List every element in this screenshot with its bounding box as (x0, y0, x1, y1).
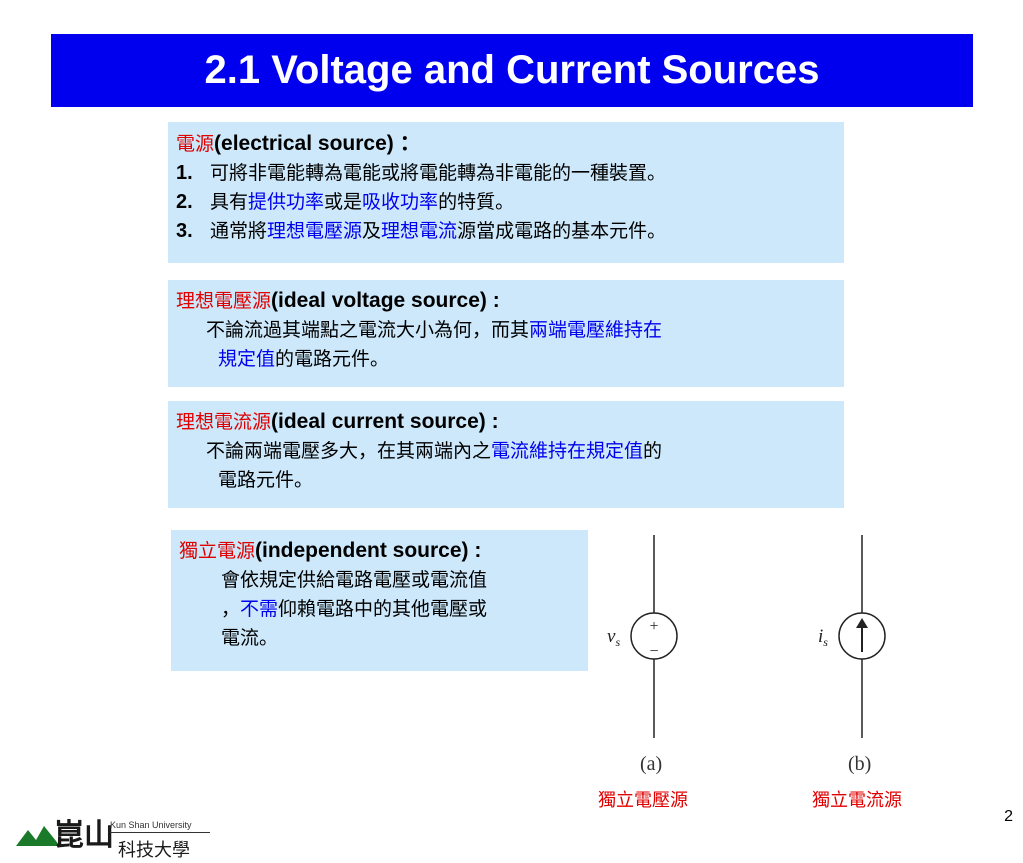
logo-cn-big: 崑山 (54, 818, 114, 853)
definition-line: 不論兩端電壓多大，在其兩端內之電流維持在規定值的 (176, 437, 844, 466)
def-text: 的電路元件。 (275, 348, 390, 370)
list-item: 1. 可將非電能轉為電能或將電能轉為非電能的一種裝置。 (176, 159, 844, 188)
heading-cn: 獨立電源 (179, 540, 256, 562)
is-label: is (818, 626, 828, 649)
heading-en: (electrical source) ： (214, 132, 421, 155)
item-text: 可將非電能轉為電能或將電能轉為非電能的一種裝置。 (210, 162, 667, 184)
university-logo: 崑山 Kun Shan University 科技大學 (14, 806, 214, 862)
caption-a: (a) (640, 753, 663, 775)
vs-var: v (607, 626, 616, 647)
item-text: 具有 (210, 191, 249, 213)
independent-source-box: 獨立電源(independent source) : 會依規定供給電路電壓或電流… (171, 530, 588, 671)
def-text: 的 (643, 440, 663, 462)
logo-en: Kun Shan University (110, 820, 192, 830)
electrical-source-box: 電源(electrical source) ： 1. 可將非電能轉為電能或將電能轉… (168, 122, 844, 263)
minus-sign: − (649, 643, 658, 660)
def-text: 不論兩端電壓多大，在其兩端內之 (206, 440, 492, 462)
logo-cn-small: 科技大學 (118, 840, 190, 861)
is-var: i (818, 626, 823, 647)
ideal-voltage-source-box: 理想電壓源(ideal voltage source) : 不論流過其端點之電流… (168, 280, 844, 387)
heading-cn: 電源 (176, 133, 215, 155)
ideal-current-source-box: 理想電流源(ideal current source) : 不論兩端電壓多大，在… (168, 401, 844, 508)
slide-title: 2.1 Voltage and Current Sources (51, 34, 973, 107)
item-highlight: 理想電流 (381, 220, 458, 242)
vs-label: vs (607, 626, 620, 649)
box-heading: 理想電流源(ideal current source) : (176, 407, 844, 437)
item-text: 及 (362, 220, 382, 242)
def-text: 仰賴電路中的其他電壓或 (278, 598, 488, 620)
item-number: 2. (176, 191, 193, 213)
definition-line: 規定值的電路元件。 (176, 345, 844, 374)
def-highlight: 不需 (240, 598, 279, 620)
heading-en: (ideal voltage source) : (271, 289, 500, 312)
voltage-source-circle (630, 612, 678, 660)
def-highlight: 規定值 (218, 348, 276, 370)
item-number: 3. (176, 220, 193, 242)
caption-b-cn: 獨立電流源 (812, 790, 902, 811)
current-arrow-icon (856, 618, 868, 628)
box-heading: 電源(electrical source) ： (176, 129, 844, 159)
item-number: 1. (176, 162, 193, 184)
plus-sign: + (649, 618, 658, 635)
item-text: 的特質。 (438, 191, 515, 213)
box-heading: 理想電壓源(ideal voltage source) : (176, 286, 844, 316)
page-number: 2 (1004, 808, 1013, 825)
caption-a-cn: 獨立電壓源 (598, 790, 688, 811)
item-text: 或是 (324, 191, 363, 213)
definition-line: 電流。 (221, 627, 279, 649)
def-text: ， (221, 598, 241, 620)
item-text: 源當成電路的基本元件。 (457, 220, 667, 242)
is-sub: s (823, 635, 828, 649)
heading-cn: 理想電壓源 (176, 290, 272, 312)
def-highlight: 電流維持在規定值 (491, 440, 644, 462)
current-source-circle (838, 612, 886, 660)
definition-line: 會依規定供給電路電壓或電流值 (221, 569, 488, 591)
item-highlight: 理想電壓源 (267, 220, 363, 242)
heading-en: (ideal current source) : (271, 410, 499, 433)
mountain-logo-icon (16, 826, 60, 846)
list-item: 3. 通常將理想電壓源及理想電流源當成電路的基本元件。 (176, 217, 844, 246)
logo-divider (110, 832, 210, 833)
vs-sub: s (615, 635, 620, 649)
def-highlight: 兩端電壓維持在 (529, 319, 663, 341)
def-text: 不論流過其端點之電流大小為何，而其 (206, 319, 530, 341)
caption-b: (b) (848, 753, 872, 775)
definition-line: 不論流過其端點之電流大小為何，而其兩端電壓維持在 (176, 316, 844, 345)
definition-line: ，不需仰賴電路中的其他電壓或 (179, 595, 588, 624)
box-heading: 獨立電源(independent source) : (179, 536, 588, 566)
item-highlight: 吸收功率 (362, 191, 439, 213)
item-text: 通常將 (210, 220, 268, 242)
heading-en: (independent source) : (255, 539, 482, 562)
heading-cn: 理想電流源 (176, 411, 272, 433)
item-highlight: 提供功率 (248, 191, 325, 213)
definition-line: 電路元件。 (218, 469, 314, 491)
list-item: 2. 具有提供功率或是吸收功率的特質。 (176, 188, 844, 217)
